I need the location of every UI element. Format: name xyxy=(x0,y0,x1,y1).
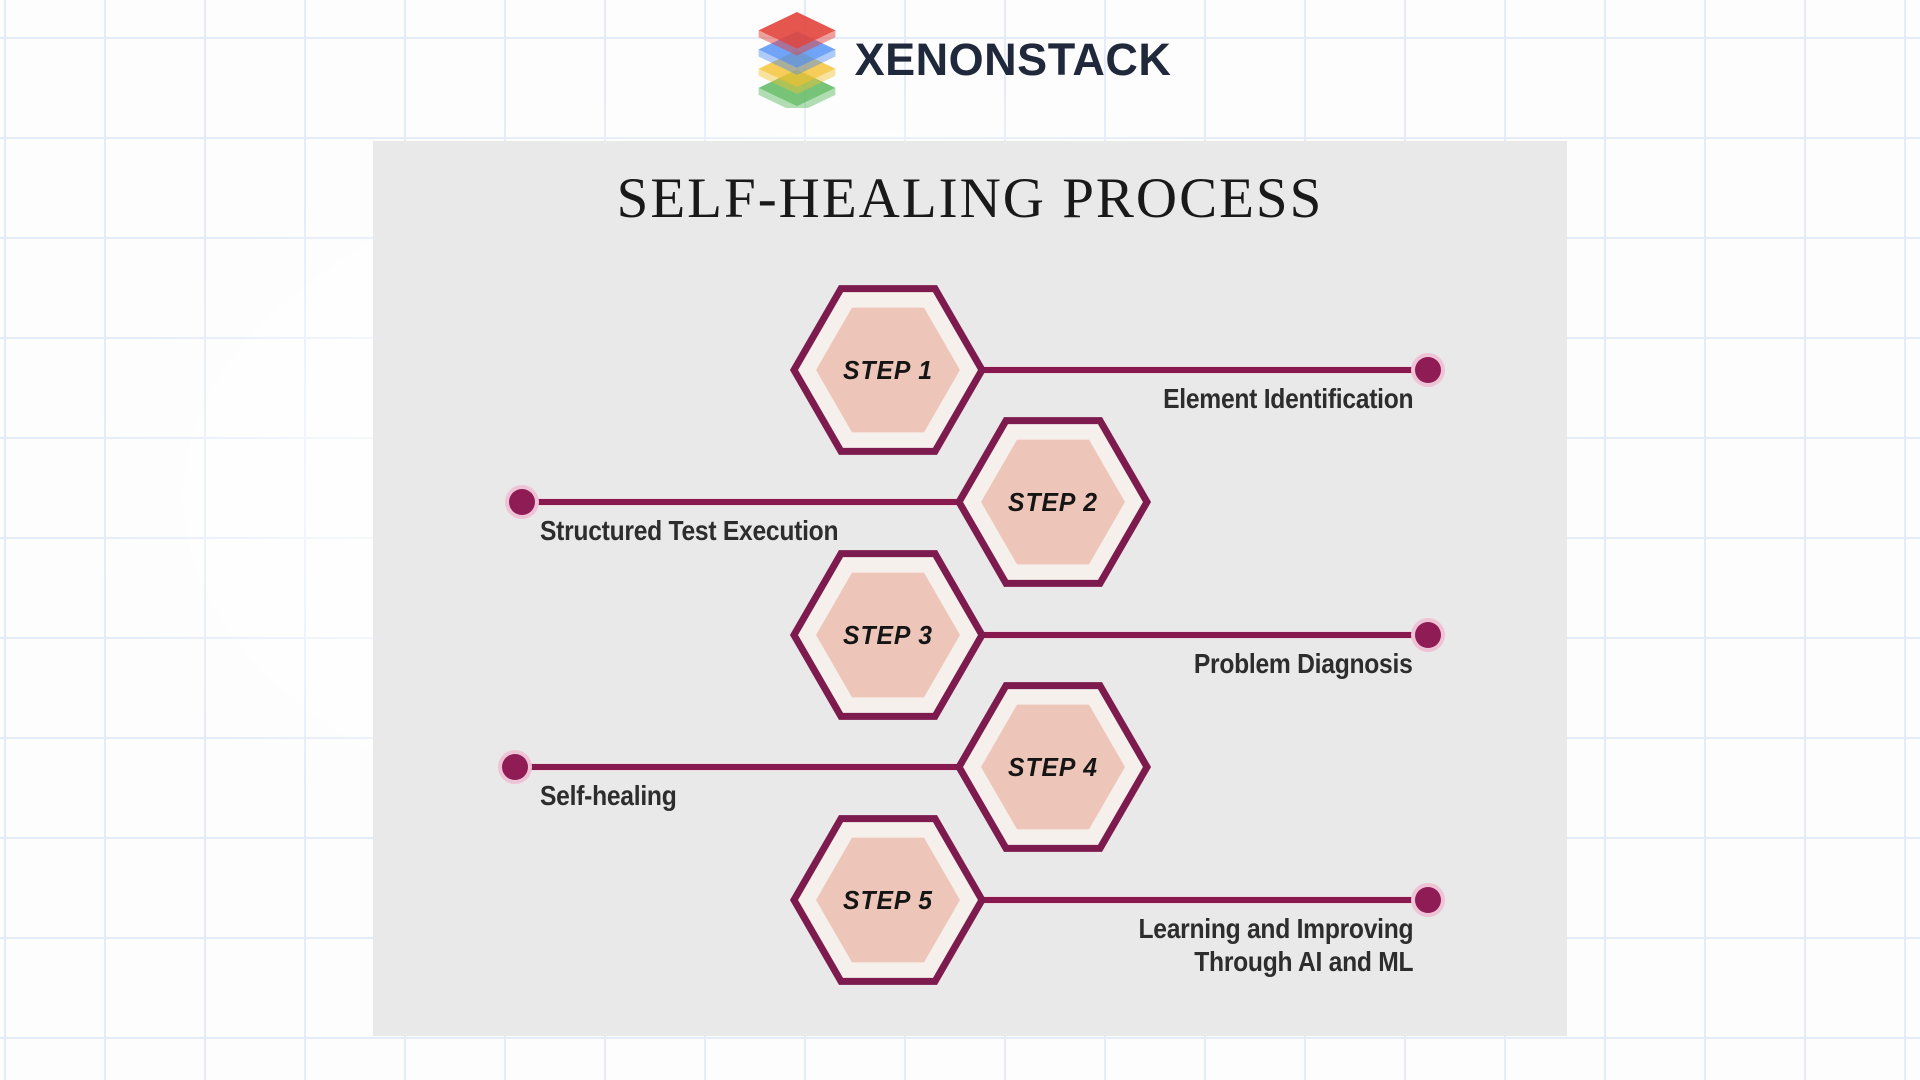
step-2-description: Structured Test Execution xyxy=(540,515,839,546)
step-4-hexagon: STEP 4 xyxy=(951,678,1155,856)
layer-stack-icon xyxy=(758,12,836,108)
endpoint-dot-step-4 xyxy=(502,754,528,780)
endpoint-dot-step-2 xyxy=(509,489,535,515)
endpoint-dot-step-5 xyxy=(1415,887,1441,913)
step-1-description: Element Identification xyxy=(1162,383,1413,414)
step-2-label: STEP 2 xyxy=(1008,486,1098,517)
brand-name: XENONSTACK xyxy=(854,34,1172,85)
step-3-hexagon: STEP 3 xyxy=(786,546,990,724)
brand-header: XENONSTACK xyxy=(0,10,1920,110)
step-4-label: STEP 4 xyxy=(1008,751,1098,782)
step-3-label: STEP 3 xyxy=(843,619,933,650)
endpoint-dot-step-3 xyxy=(1415,622,1441,648)
step-1-label: STEP 1 xyxy=(843,354,933,385)
connector-step-4 xyxy=(515,764,966,770)
step-5-description: Learning and Improving Through AI and ML xyxy=(1138,913,1413,978)
connector-step-2 xyxy=(522,499,966,505)
connector-step-3 xyxy=(960,632,1428,638)
connector-step-5 xyxy=(960,897,1428,903)
step-5-label: STEP 5 xyxy=(843,884,933,915)
diagram-title: SELF-HEALING PROCESS xyxy=(616,167,1324,230)
step-4-description: Self-healing xyxy=(540,780,677,811)
step-1-hexagon: STEP 1 xyxy=(786,281,990,459)
step-2-hexagon: STEP 2 xyxy=(951,413,1155,591)
endpoint-dot-step-1 xyxy=(1415,357,1441,383)
step-3-description: Problem Diagnosis xyxy=(1194,648,1413,679)
connector-step-1 xyxy=(960,367,1428,373)
step-5-hexagon: STEP 5 xyxy=(786,811,990,989)
